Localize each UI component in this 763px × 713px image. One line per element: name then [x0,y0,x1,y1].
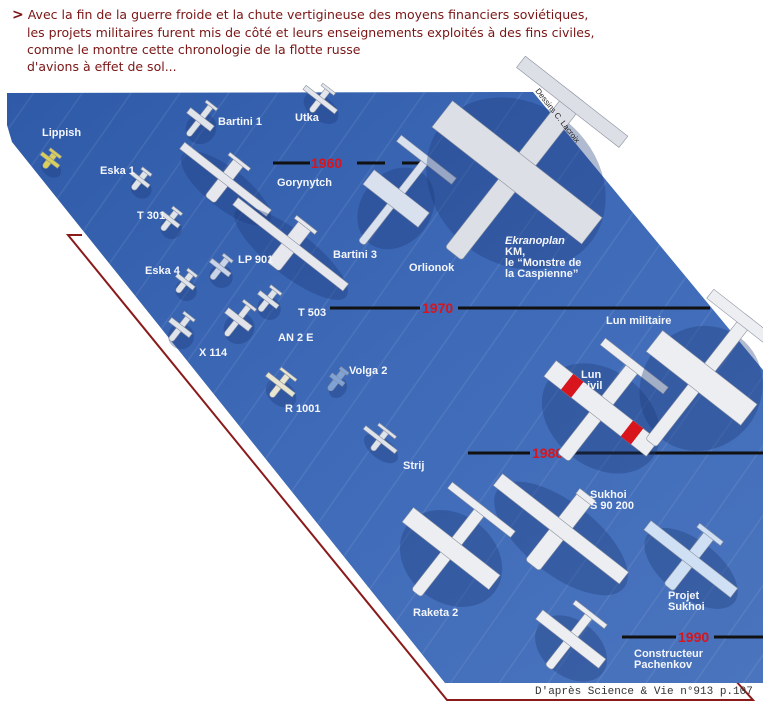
aircraft-pachenkov [535,599,608,682]
year-label: 1970 [422,300,453,316]
year-label: 1980 [532,445,563,461]
intro-text: >Avec la fin de la guerre froide et la c… [12,6,594,75]
label-lp901: LP 901 [238,254,273,266]
label-eska-4: Eska 4 [145,265,181,277]
aircraft-drawings [39,55,763,682]
intro-line-4: d'avions à effet de sol... [27,59,177,74]
aircraft-lippish [39,147,63,178]
aircraft-ekranoplan [426,55,629,270]
svg-text:Pachenkov: Pachenkov [634,659,693,671]
label-sukhoi-s90200: Sukhoi S 90 200 [590,489,634,512]
year-label: 1990 [678,629,709,645]
label-eska-1: Eska 1 [100,165,135,177]
label-x114: X 114 [199,347,228,359]
aircraft-strij [362,422,399,464]
label-projet-sukhoi: Projet Sukhoi [668,590,705,613]
label-lun-civil: Lun civil [581,369,602,392]
label-r1001: R 1001 [285,403,320,415]
arrow-marker: > [12,7,24,23]
label-raketa-2: Raketa 2 [413,607,458,619]
svg-text:Projet: Projet [668,590,700,602]
timeline-1970: 1970 [330,300,710,316]
label-bartini-3: Bartini 3 [333,249,377,261]
aircraft-bartini-3 [232,197,349,300]
timeline-1980: 1980 [468,445,763,461]
aircraft-lun-militaire [639,288,763,451]
intro-line-3: comme le montre cette chronologie de la … [27,42,361,57]
svg-text:Sukhoi: Sukhoi [590,489,627,501]
aircraft-lun-civil [541,337,669,474]
svg-text:Sukhoi: Sukhoi [668,601,705,613]
svg-text:Lun: Lun [581,369,601,381]
label-lun-militaire: Lun militaire [606,315,671,327]
intro-line-1: Avec la fin de la guerre froide et la ch… [27,7,589,22]
label-pachenkov: Constructeur Pachenkov [634,648,704,671]
svg-text:la Caspienne”: la Caspienne” [505,268,578,280]
aircraft-an2e [223,298,258,345]
frame-line [65,234,756,701]
timeline-1960: 1960 [273,155,420,171]
label-ekranoplan: Ekranoplan KM, le “Monstre de la Caspien… [505,235,581,280]
aircraft-bartini-1 [185,99,219,145]
aircraft-raketa-2 [399,481,516,607]
aircraft-x114 [168,310,196,350]
aircraft-utka [302,82,339,124]
label-utka: Utka [295,112,320,124]
label-lippish: Lippish [42,127,81,139]
aircraft-lp901 [208,252,234,288]
svg-text:Ekranoplan: Ekranoplan [505,235,565,247]
aircraft-eska-1 [129,166,153,199]
svg-text:S 90 200: S 90 200 [590,500,634,512]
aircraft-t301 [159,205,184,240]
aircraft-orlionok [357,134,457,250]
label-bartini-1: Bartini 1 [218,116,262,128]
label-t503: T 503 [298,307,326,319]
timeline-1990: 1990 [622,629,763,645]
aircraft-r1001 [264,366,298,408]
aircraft-eska-4 [174,267,199,302]
svg-text:KM,: KM, [505,246,525,258]
svg-text:Constructeur: Constructeur [634,648,704,660]
label-orlionok: Orlionok [409,262,455,274]
source-credit: D'après Science & Vie n°913 p.107 [535,686,753,698]
year-label: 1960 [311,155,342,171]
svg-text:le “Monstre de: le “Monstre de [505,257,581,269]
label-volga-2: Volga 2 [349,365,387,377]
label-strij: Strij [403,460,424,472]
aircraft-sukhoi-s90200 [492,473,630,596]
aircraft-t503 [256,284,283,320]
intro-line-2: les projets militaires furent mis de côt… [27,25,595,40]
aircraft-projet-sukhoi [643,520,739,609]
label-an2e: AN 2 E [278,332,313,344]
svg-text:civil: civil [581,380,602,392]
label-t301: T 301 [137,210,165,222]
label-gorynytch: Gorynytch [277,177,332,189]
aircraft-volga-2 [327,366,350,398]
